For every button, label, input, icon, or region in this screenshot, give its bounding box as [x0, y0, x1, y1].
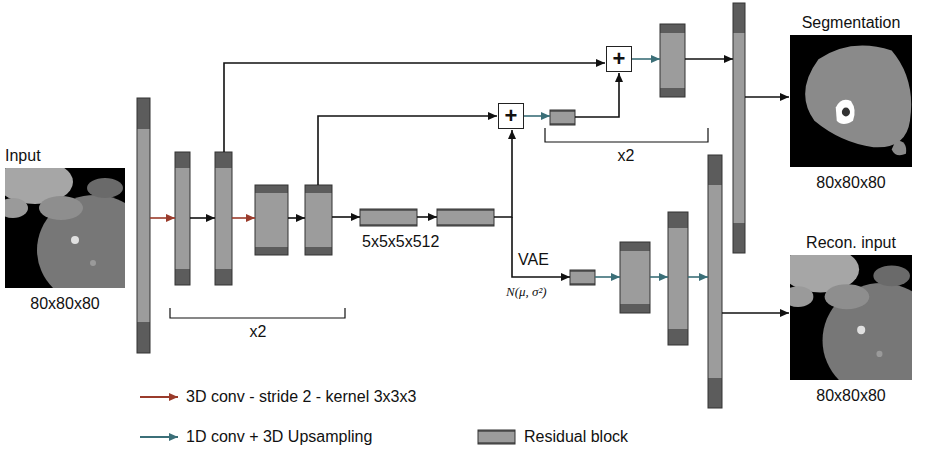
flow-arrow — [288, 217, 305, 219]
legend-entry: 3D conv - stride 2 - kernel 3x3x3 — [186, 387, 416, 407]
residual-block — [215, 152, 232, 285]
legend-conv-sample — [140, 396, 178, 398]
repeat-count: x2 — [618, 146, 635, 166]
mri-slice — [782, 247, 925, 398]
legend-text: Residual block — [524, 427, 628, 447]
legend-text: 1D conv + 3D Upsampling — [186, 427, 372, 447]
tumor-region — [892, 141, 907, 156]
branch-name: VAE — [518, 250, 549, 270]
flow-arrow — [685, 58, 733, 60]
conv-arrow — [232, 217, 255, 219]
upsample-arrow — [524, 115, 550, 117]
skip-connection — [224, 63, 605, 152]
residual-block — [570, 270, 595, 285]
mri-slice — [0, 160, 153, 305]
legend-entry: 1D conv + 3D Upsampling — [186, 427, 372, 447]
image-area — [5, 168, 125, 288]
sum-node: + — [606, 46, 632, 72]
upsample-arrow — [688, 276, 708, 278]
residual-block — [305, 185, 332, 255]
legend-residual-sample — [478, 430, 515, 444]
image-area — [790, 35, 912, 167]
reconstruction-output-node: Recon. input 80x80x80 — [790, 233, 912, 406]
input-image-node: Input 80x80x80 — [5, 146, 125, 314]
flow-arrow — [190, 217, 215, 219]
image-ground — [790, 35, 912, 167]
volume-size: 80x80x80 — [790, 173, 912, 193]
flow-arrow — [494, 130, 512, 217]
tumor-necrosis — [842, 108, 850, 117]
residual-block — [255, 185, 288, 255]
residual-block — [550, 110, 575, 125]
tumor-region — [805, 45, 911, 147]
residual-block — [360, 209, 417, 226]
segmentation-output-node: Segmentation 80x80x80 — [790, 13, 912, 193]
image-title: Input — [5, 146, 125, 166]
conv-arrow — [150, 217, 175, 219]
residual-block — [660, 24, 685, 97]
upsample-arrow — [595, 276, 620, 278]
repeat-bracket — [545, 128, 708, 142]
legend-text: 3D conv - stride 2 - kernel 3x3x3 — [186, 387, 416, 407]
image-area — [790, 255, 912, 380]
sum-node: + — [498, 103, 524, 129]
output-arrow — [745, 96, 789, 98]
tumor-core — [836, 100, 855, 124]
residual-block — [620, 242, 650, 313]
legend-upsample-sample — [140, 436, 178, 438]
residual-block — [733, 3, 745, 253]
residual-block — [175, 152, 190, 285]
tensor-size: 5x5x5x512 — [362, 232, 439, 252]
residual-block — [137, 98, 150, 353]
sum-symbol: + — [505, 105, 518, 127]
input-image — [0, 160, 153, 305]
reconstruction-image — [782, 247, 925, 398]
distribution-formula: N(μ, σ²) — [506, 284, 547, 300]
upsample-arrow — [650, 276, 668, 278]
repeat-bracket — [170, 308, 345, 318]
residual-block — [437, 209, 494, 226]
repeat-count: x2 — [250, 322, 267, 342]
vae-arrow — [512, 217, 570, 277]
image-title: Recon. input — [790, 233, 912, 253]
residual-block — [708, 155, 722, 408]
volume-size: 80x80x80 — [790, 386, 912, 406]
upsample-arrow — [632, 58, 660, 60]
legend-entry: Residual block — [524, 427, 628, 447]
flow-arrow — [332, 216, 360, 218]
sum-symbol: + — [613, 48, 626, 70]
output-arrow — [722, 312, 789, 314]
residual-block — [668, 212, 688, 345]
segmentation-image — [790, 35, 912, 167]
volume-size: 80x80x80 — [5, 294, 125, 314]
flow-arrow — [575, 73, 619, 117]
flow-arrow — [417, 216, 437, 218]
image-title: Segmentation — [790, 13, 912, 33]
skip-connection — [318, 116, 497, 185]
